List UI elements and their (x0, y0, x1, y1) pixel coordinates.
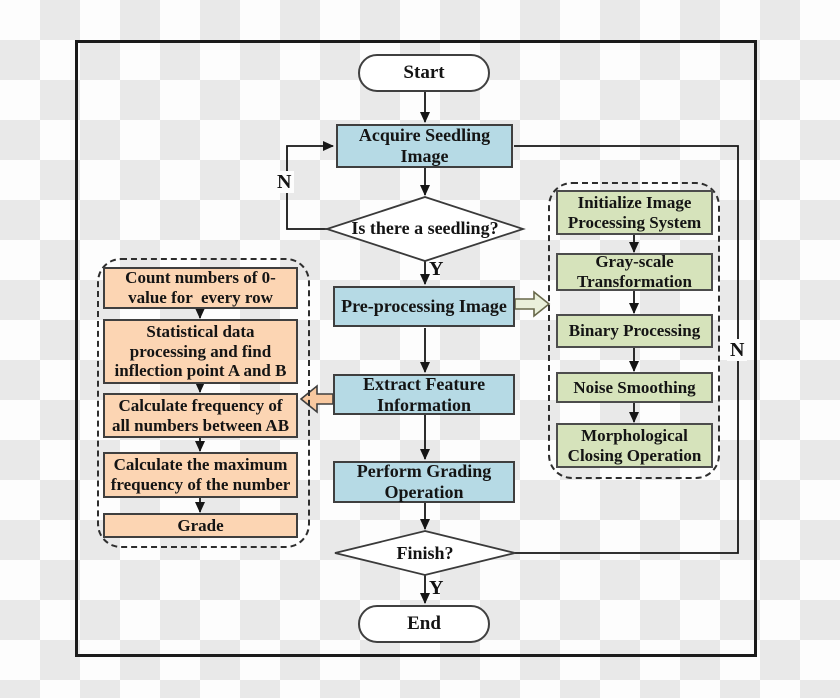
preprocessing-panel (548, 182, 720, 479)
step-initialize-image-processing-system[interactable]: Initialize Image Processing System (556, 190, 713, 235)
decision-label-finish[interactable]: Finish? (396, 543, 454, 563)
process-pre-processing-image[interactable]: Pre-processing Image (333, 286, 515, 327)
decision-label-seedling[interactable]: Is there a seedling? (351, 218, 499, 238)
step-noise-smoothing[interactable]: Noise Smoothing (556, 372, 713, 403)
step-grade[interactable]: Grade (103, 513, 298, 538)
process-acquire-seedling-image[interactable]: Acquire Seedling Image (336, 124, 513, 168)
decision-diamond-finish (334, 530, 516, 576)
process-perform-grading-operation[interactable]: Perform Grading Operation (333, 461, 515, 503)
end-node[interactable]: End (358, 605, 490, 643)
step-calculate-maximum-frequency[interactable]: Calculate the maximum frequency of the n… (103, 452, 298, 498)
start-node[interactable]: Start (358, 54, 490, 92)
branch-label-no-finish: N (727, 339, 748, 361)
branch-label-yes-seedling: Y (429, 258, 444, 280)
step-calculate-frequency[interactable]: Calculate frequency of all numbers betwe… (103, 393, 298, 438)
step-gray-scale-transformation[interactable]: Gray-scale Transformation (556, 252, 713, 291)
decision-diamond-seedling (324, 196, 526, 262)
block-arrow-right-icon (514, 290, 551, 318)
branch-label-no-seedling: N (274, 171, 295, 193)
step-morphological-closing-operation[interactable]: Morphological Closing Operation (556, 423, 713, 468)
process-extract-feature-information[interactable]: Extract Feature Information (333, 374, 515, 415)
branch-label-yes-finish: Y (429, 577, 444, 599)
flowchart-frame (75, 40, 757, 657)
step-statistical-data-processing[interactable]: Statistical data processing and find inf… (103, 319, 298, 384)
step-count-zero-values[interactable]: Count numbers of 0- value for every row (103, 267, 298, 309)
feature-extraction-panel (97, 258, 310, 548)
step-binary-processing[interactable]: Binary Processing (556, 314, 713, 348)
